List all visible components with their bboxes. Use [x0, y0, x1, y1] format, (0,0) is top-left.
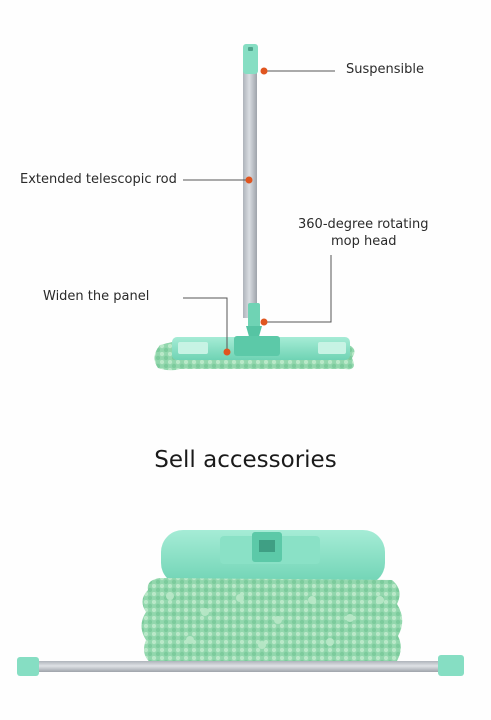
- callout-dot: [223, 348, 231, 356]
- swivel-joint: [248, 303, 260, 329]
- callouts: [183, 67, 335, 356]
- accessories: [17, 530, 464, 676]
- callout-rotating-head-line2: mop head: [331, 234, 397, 249]
- callout-widen-panel: Widen the panel: [43, 289, 150, 304]
- callout-dot: [260, 67, 268, 75]
- hanging-cap: [243, 44, 258, 74]
- spare-telescopic-rod: [32, 661, 442, 672]
- assembled-mop: [154, 44, 355, 371]
- spare-chenille-pad: [141, 578, 403, 664]
- callout-dot: [260, 318, 268, 326]
- rod-end-cap: [17, 657, 39, 676]
- callout-suspensible: Suspensible: [346, 62, 424, 77]
- callout-dot: [245, 176, 253, 184]
- telescopic-rod: [243, 58, 257, 318]
- rod-connector: [438, 655, 464, 676]
- callout-telescopic-rod: Extended telescopic rod: [20, 172, 177, 187]
- callout-rotating-head-line1: 360-degree rotating: [298, 217, 429, 232]
- section-title: Sell accessories: [154, 447, 337, 473]
